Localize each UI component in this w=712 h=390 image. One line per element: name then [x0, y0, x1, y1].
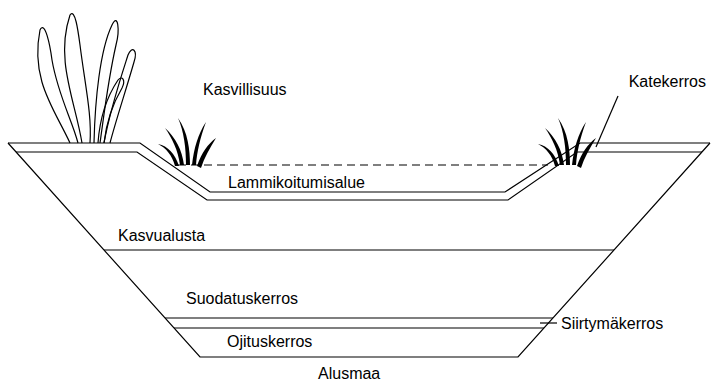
- plant-leaf: [65, 14, 91, 143]
- grass-blade: [577, 138, 596, 168]
- surface-line: [8, 143, 710, 192]
- grass-blade: [538, 144, 559, 166]
- ponding-level: [178, 164, 548, 165]
- cover-layer-line: [16, 152, 702, 200]
- leader-line: [596, 96, 618, 147]
- plant-leaf: [38, 28, 78, 143]
- layer-label: Kasvualusta: [118, 226, 205, 245]
- layer-label: Siirtymäkerros: [561, 314, 663, 333]
- layer-label: Katekerros: [629, 72, 706, 91]
- trench-outline: [8, 143, 710, 357]
- layer-label: Lammikoitumisalue: [228, 173, 365, 192]
- grass-blade: [178, 118, 190, 165]
- plant-leaf: [98, 78, 124, 143]
- layer-boundary: [104, 249, 614, 250]
- layer-boundary: [174, 327, 544, 328]
- leader-line: [540, 322, 557, 323]
- layer-label: Kasvillisuus: [203, 80, 287, 99]
- grass-blade: [558, 118, 570, 165]
- grass-blade: [158, 144, 179, 166]
- grass-blade: [197, 138, 216, 168]
- layer-label: Suodatuskerros: [186, 289, 298, 308]
- layer-label: Alusmaa: [318, 364, 380, 383]
- layer-label: Ojituskerros: [227, 332, 312, 351]
- layer-boundary: [165, 317, 553, 318]
- plant-leaf: [94, 21, 118, 143]
